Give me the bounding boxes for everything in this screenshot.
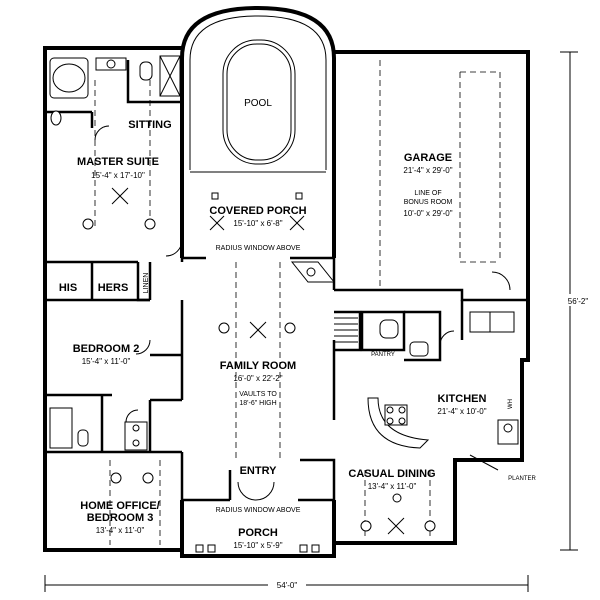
porch-label: PORCH: [238, 527, 278, 539]
master-toilet: [139, 61, 153, 81]
planter: [469, 454, 499, 471]
master-suite-label: MASTER SUITE: [77, 156, 159, 168]
home-office-dim: 13'-4" x 11'-0": [96, 526, 145, 535]
kitchen-island: [367, 397, 430, 449]
bonus-dim: 10'-0" x 29'-0": [403, 209, 452, 218]
entry-label: ENTRY: [240, 465, 278, 477]
ceiling-fan-icon: [111, 187, 129, 205]
porch-note: RADIUS WINDOW ABOVE: [216, 507, 301, 514]
kitchen-label: KITCHEN: [438, 393, 487, 405]
family-room-label: FAMILY ROOM: [220, 360, 296, 372]
ceiling-fan-icon: [289, 215, 305, 231]
bonus-line2: BONUS ROOM: [404, 199, 453, 206]
ceiling-lines: [94, 60, 501, 545]
bedroom2-dim: 15'-4" x 11'-0": [82, 357, 131, 366]
labels: POOL SITTING MASTER SUITE 15'-4" x 17'-1…: [59, 98, 596, 590]
wh-label: WH: [508, 399, 514, 409]
garage-label: GARAGE: [404, 152, 452, 164]
pool-label: POOL: [244, 98, 272, 109]
sitting-label: SITTING: [128, 119, 171, 131]
overall-width: 54'-0": [277, 581, 298, 590]
bath2-toilet: [77, 429, 89, 447]
pool-area: [180, 5, 336, 258]
fixtures: [49, 55, 519, 553]
bath2-tub: [49, 407, 73, 449]
master-suite-dim: 15'-4" x 17'-10": [91, 171, 145, 180]
planter-label: PLANTER: [508, 476, 536, 482]
master-vanity: [95, 57, 127, 71]
casual-dining-label: CASUAL DINING: [348, 468, 435, 480]
family-room-dim: 16'-0" x 22'-2": [233, 374, 282, 383]
master-tub: [49, 57, 89, 99]
family-room-vault1: VAULTS TO: [239, 391, 277, 398]
garage-dim: 21'-4" x 29'-0": [403, 166, 452, 175]
stairs: [334, 317, 358, 343]
ceiling-fan-icon: [387, 517, 405, 535]
ceiling-fan-icon: [209, 215, 225, 231]
kitchen-range: [469, 311, 493, 333]
linen-label: LINEN: [143, 273, 150, 294]
his-closet-label: HIS: [59, 282, 77, 294]
covered-porch-label: COVERED PORCH: [209, 205, 306, 217]
home-office-label1: HOME OFFICE/: [80, 500, 159, 512]
casual-dining-dim: 13'-4" x 11'-0": [368, 482, 417, 491]
pool: [222, 39, 296, 165]
overall-depth: 56'-2": [568, 297, 589, 306]
bonus-line1: LINE OF: [414, 190, 441, 197]
covered-porch-note: RADIUS WINDOW ABOVE: [216, 245, 301, 252]
hers-closet-label: HERS: [98, 282, 129, 294]
interior-walls: [45, 60, 528, 502]
family-room-vault2: 18'-6" HIGH: [239, 400, 276, 407]
bath2-vanity: [124, 421, 148, 451]
bedroom2-label: BEDROOM 2: [73, 343, 140, 355]
pantry-label: PANTRY: [371, 352, 395, 358]
porch-dim: 15'-10" x 5'-9": [233, 541, 282, 550]
fireplace: [290, 261, 336, 283]
covered-porch-dim: 15'-10" x 6'-8": [233, 219, 282, 228]
kitchen-dim: 21'-4" x 10'-0": [437, 407, 486, 416]
home-office-label2: BEDROOM 3: [87, 512, 154, 524]
ceiling-fan-icon: [249, 321, 267, 339]
kitchen-fridge: [489, 311, 515, 333]
